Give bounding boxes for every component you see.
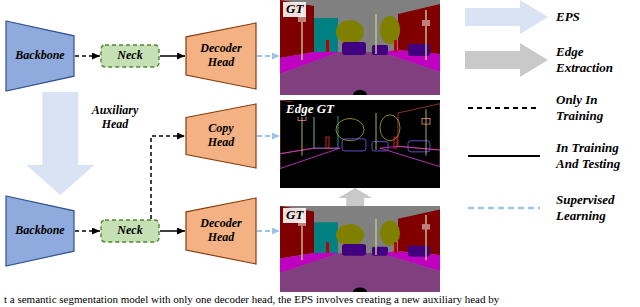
neck-block: Neck xyxy=(100,219,160,243)
node-label: Backbone xyxy=(15,49,64,63)
shape-fill xyxy=(186,23,256,89)
head-block: Decoder Head xyxy=(185,22,257,90)
connector xyxy=(75,230,100,232)
legend-text: Edge Extraction xyxy=(556,44,636,75)
image-panel: GT xyxy=(280,0,440,95)
connector xyxy=(75,55,100,57)
shape-fill xyxy=(186,104,256,168)
connector xyxy=(160,230,185,232)
backbone-block: Backbone xyxy=(5,20,75,92)
node-label: Neck xyxy=(117,224,142,238)
legend-arrow-swatch xyxy=(465,43,548,77)
connector xyxy=(151,136,185,219)
edge-gt-image xyxy=(280,100,440,188)
gt-image xyxy=(280,206,440,297)
shape-fill xyxy=(186,198,256,264)
head-block: Copy Head xyxy=(185,103,257,169)
backbone-block: Backbone xyxy=(5,195,75,267)
legend-text: EPS xyxy=(556,9,636,25)
connector xyxy=(257,230,280,232)
legend-text: Supervised Learning xyxy=(556,192,636,223)
shape-fill xyxy=(101,220,159,242)
image-label: GT xyxy=(283,208,306,223)
block-arrow xyxy=(338,188,372,206)
image-panel: Edge GT xyxy=(280,100,440,188)
node-label: Copy Head xyxy=(196,122,246,150)
gt-image xyxy=(280,0,440,100)
edge-label: Auxiliary Head xyxy=(85,104,145,132)
legend-arrow-swatch xyxy=(465,0,548,34)
connector xyxy=(160,55,185,57)
legend-text: In Training And Testing xyxy=(556,140,636,171)
neck-block: Neck xyxy=(100,44,160,68)
shape-fill xyxy=(6,21,74,91)
node-label: Neck xyxy=(117,49,142,63)
legend-supervision-line xyxy=(468,207,540,210)
caption: t a semantic segmentation model with onl… xyxy=(4,293,499,305)
connector xyxy=(257,135,280,137)
shape-fill xyxy=(6,196,74,266)
image-label: Edge GT xyxy=(283,102,337,117)
node-label: Decoder Head xyxy=(196,217,246,245)
node-label: Decoder Head xyxy=(196,42,246,70)
image-label: GT xyxy=(283,2,306,17)
legend-dashed-line xyxy=(468,107,540,109)
image-panel: GT xyxy=(280,206,440,292)
connector xyxy=(257,55,280,57)
legend-text: Only In Training xyxy=(556,92,636,123)
shape-fill xyxy=(101,45,159,67)
node-label: Backbone xyxy=(15,224,64,238)
legend-solid-line xyxy=(468,155,540,157)
head-block: Decoder Head xyxy=(185,197,257,265)
